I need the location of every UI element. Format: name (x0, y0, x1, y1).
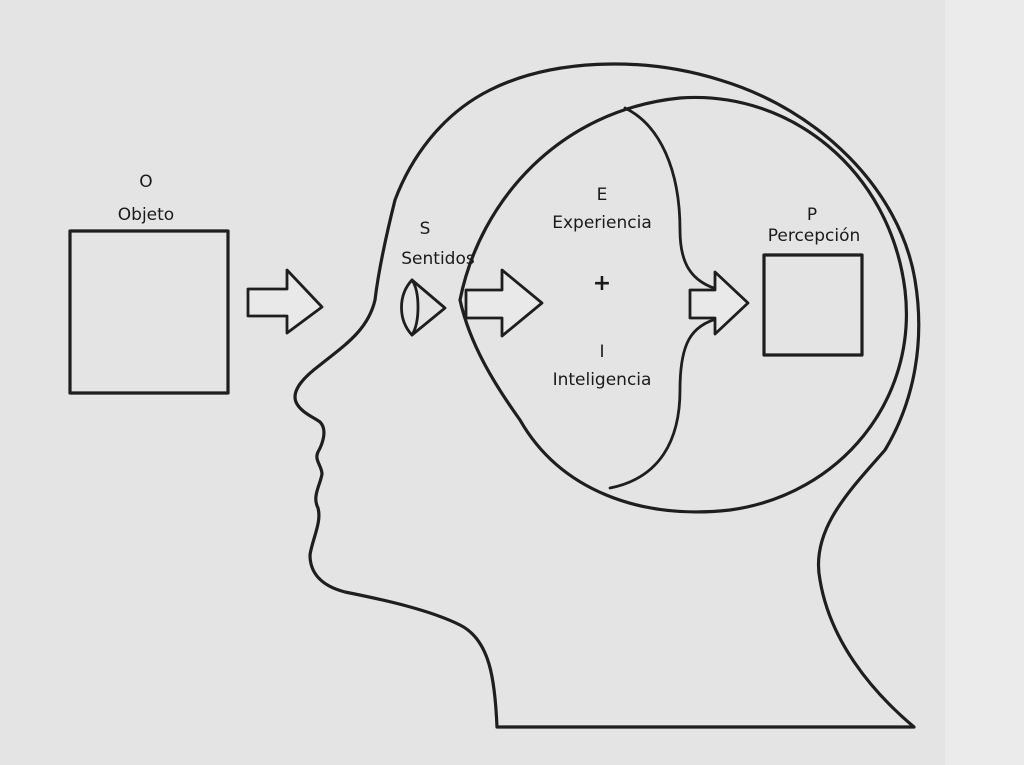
object-letter: O (139, 172, 152, 192)
senses-label: Sentidos (401, 249, 475, 269)
experience-label: Experiencia (552, 213, 652, 233)
perception-label: Percepción (768, 226, 861, 246)
object-label: Objeto (118, 205, 174, 225)
experience-letter: E (597, 185, 608, 205)
intelligence-letter: I (599, 342, 604, 362)
perception-box (762, 253, 864, 357)
arrow-mind-to-perception (688, 270, 750, 336)
plus-sign: + (593, 271, 611, 296)
perception-letter: P (807, 205, 817, 225)
eye-lens-icon (410, 278, 420, 337)
arrow-object-to-senses (246, 268, 324, 335)
object-box (68, 229, 230, 395)
intelligence-label: Inteligencia (553, 370, 652, 390)
head-outline (293, 62, 921, 729)
paper-edge (945, 0, 1024, 765)
senses-letter: S (420, 219, 431, 239)
arrow-senses-to-mind (464, 268, 544, 338)
brain-oval (458, 95, 908, 514)
